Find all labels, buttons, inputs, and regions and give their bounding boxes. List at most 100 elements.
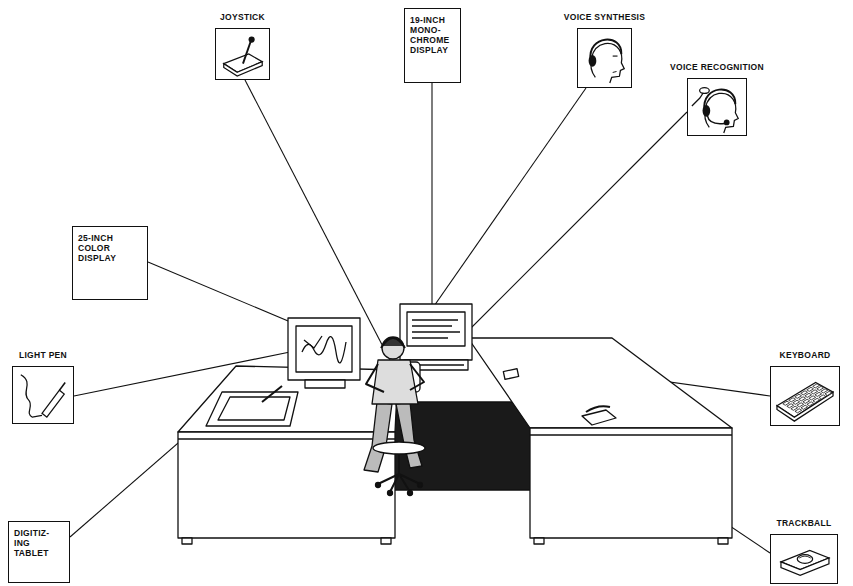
drawing-part <box>412 319 458 320</box>
drawing-part <box>398 454 400 474</box>
drawing-part <box>21 375 42 417</box>
drawing-part <box>799 556 811 558</box>
drawing-part <box>42 390 64 417</box>
drawing-part <box>807 387 814 391</box>
drawing-part <box>296 326 352 372</box>
mono-monitor <box>400 304 472 360</box>
label-box: 25-INCH COLOR DISPLAY <box>72 226 148 300</box>
drawing-part <box>807 402 814 406</box>
trackball <box>503 369 518 380</box>
drawing-part <box>692 93 704 107</box>
drawing-part <box>787 404 794 408</box>
tablet <box>206 392 298 426</box>
drawing-part <box>789 398 796 402</box>
icon-callout: KEYBOARD <box>770 350 840 426</box>
drawing-part <box>805 393 812 397</box>
drawing-part <box>402 88 586 352</box>
drawing-part <box>243 42 251 64</box>
drawing-part <box>813 384 820 388</box>
drawing-part <box>182 538 192 544</box>
callout-label: TRACKBALL <box>770 518 838 530</box>
drawing-part <box>456 112 687 343</box>
icon-callout: TRACKBALL <box>770 518 838 584</box>
drawing-part <box>809 396 816 400</box>
drawing-part <box>218 397 290 420</box>
drawing-part <box>224 62 262 76</box>
drawing-part <box>418 483 423 488</box>
callout-label: 19-INCH MONO- CHROME DISPLAY <box>410 15 455 55</box>
callout-label: VOICE RECOGNITION <box>687 62 747 74</box>
drawing-part <box>795 409 802 413</box>
device-icon <box>771 367 839 425</box>
device-icon <box>771 535 837 583</box>
drawing-part <box>262 386 282 402</box>
drawing-part <box>613 71 617 73</box>
drawing-part <box>821 389 828 393</box>
drawing-part <box>586 406 610 412</box>
leader-lines <box>70 80 770 553</box>
icon-frame <box>770 534 838 584</box>
icon-callout: VOICE RECOGNITION <box>687 62 747 136</box>
drawing-part <box>797 555 812 564</box>
drawing-part <box>589 55 597 67</box>
drawing-part <box>249 37 255 43</box>
color-monitor <box>288 318 360 380</box>
callout-label: VOICE SYNTHESIS <box>577 12 632 24</box>
callout-label: DIGITIZ- ING TABLET <box>14 528 58 558</box>
drawing-part <box>613 55 618 56</box>
icon-callout: LIGHT PEN <box>12 350 74 424</box>
legs <box>364 402 392 472</box>
drawing-part <box>795 394 802 398</box>
drawing-part <box>376 483 381 488</box>
device-icon <box>578 29 631 87</box>
device-icon <box>13 367 73 423</box>
drawing-part <box>381 338 405 348</box>
drawing-part <box>305 380 345 388</box>
drawing-part <box>302 337 346 363</box>
drawing-part <box>799 397 806 401</box>
drawing-part <box>407 312 465 346</box>
drawing-part <box>412 325 452 326</box>
drawing-part <box>178 438 395 439</box>
drawing-part <box>381 538 391 544</box>
drawing-part <box>718 538 728 544</box>
drawing-part <box>801 391 808 395</box>
drawing-part <box>817 386 824 390</box>
drawing-part <box>777 392 833 421</box>
drawing-part <box>783 401 790 405</box>
drawing-part <box>811 390 818 394</box>
drawing-part <box>724 120 730 126</box>
drawing-part <box>408 491 413 496</box>
drawing-part <box>59 382 65 390</box>
drawing-part <box>797 403 804 407</box>
drawing-part <box>815 392 822 396</box>
drawing-part <box>791 406 798 410</box>
drawing-part <box>388 491 393 496</box>
drawing-part <box>700 88 710 94</box>
icon-frame <box>687 78 747 136</box>
drawing-part <box>819 395 826 399</box>
head <box>382 337 404 359</box>
callout-label: 25-INCH COLOR DISPLAY <box>78 233 120 263</box>
device-icon <box>688 79 746 135</box>
right-desk-top <box>468 338 732 428</box>
drawing-part <box>803 399 810 403</box>
icon-frame <box>770 366 840 426</box>
callout-label: LIGHT PEN <box>12 350 74 362</box>
icon-frame <box>12 366 74 424</box>
drawing-part <box>825 391 832 395</box>
drawing-part <box>378 474 420 492</box>
icon-frame <box>577 28 632 88</box>
icon-frame <box>215 28 270 80</box>
drawing-part <box>412 331 460 332</box>
drawing-part <box>366 364 384 392</box>
right-desk-front <box>530 428 732 538</box>
icon-callout: VOICE SYNTHESIS <box>577 12 632 88</box>
drawing-part <box>412 337 448 338</box>
drawing-part <box>530 434 732 435</box>
drawing-part <box>534 538 544 544</box>
device-icon <box>216 29 269 79</box>
drawing-part <box>793 400 800 404</box>
